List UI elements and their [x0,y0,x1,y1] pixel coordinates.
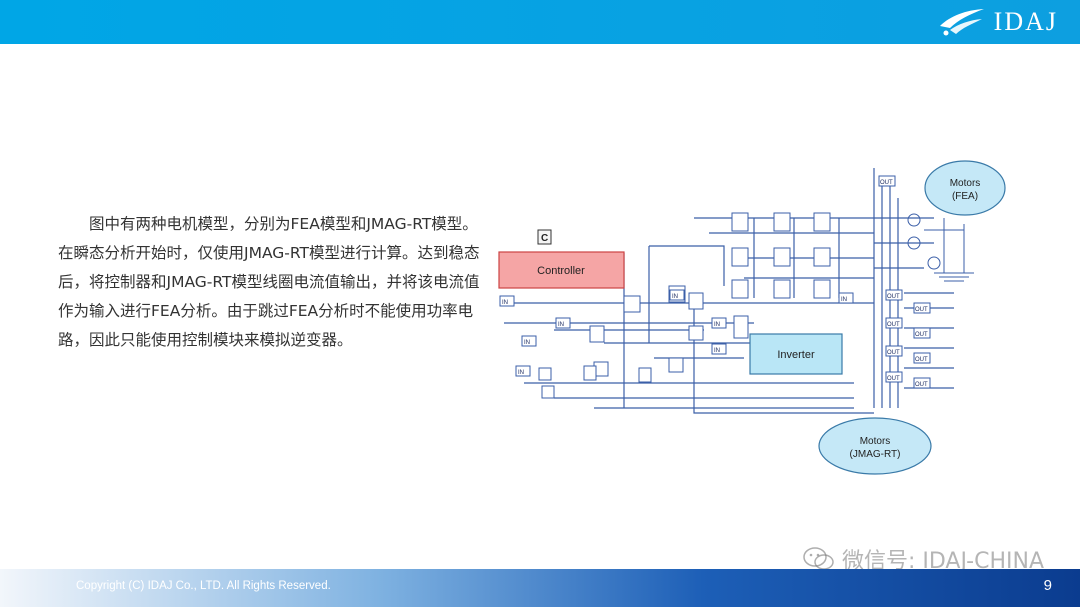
in-label: IN [841,297,847,303]
out-label: OUT [887,294,900,300]
motors-fea-label-1: Motors [950,178,981,189]
logo-text: IDAJ [993,7,1058,36]
coil-components [907,213,974,282]
motors-fea-ellipse: Motors (FEA) [924,160,1006,216]
c-block: C [537,229,552,245]
copyright-text: Copyright (C) IDAJ Co., LTD. All Rights … [76,580,331,592]
out-label: OUT [887,350,900,356]
inverter-label: Inverter [777,349,815,361]
motors-rt-label-2: (JMAG-RT) [850,449,901,460]
in-label: IN [558,322,564,328]
io-blocks: IN IN IN IN IN IN IN IN OUT OUT OUT OUT … [499,175,931,389]
idaj-logo: IDAJ [936,6,1058,38]
description-paragraph: 图中有两种电机模型，分别为FEA模型和JMAG-RT模型。在瞬态分析开始时，仅使… [58,215,480,349]
small-blocks [538,212,831,399]
in-label: IN [714,322,720,328]
controller-block: Controller [498,251,625,289]
idaj-logo-mark-icon [939,9,984,36]
in-label: IN [502,300,508,306]
header-bar: IDAJ [0,0,1080,44]
in-label: IN [714,348,720,354]
motors-rt-ellipse: Motors (JMAG-RT) [818,417,932,475]
description-text: 图中有两种电机模型，分别为FEA模型和JMAG-RT模型。在瞬态分析开始时，仅使… [58,210,488,355]
footer-bar: Copyright (C) IDAJ Co., LTD. All Rights … [0,569,1080,607]
circuit-diagram: IN IN IN IN IN IN IN IN OUT OUT OUT OUT … [494,158,1080,478]
inverter-block: Inverter [749,333,843,375]
in-label: IN [518,370,524,376]
svg-text:C: C [541,233,548,244]
in-label: IN [524,340,530,346]
out-label: OUT [880,180,893,186]
out-label: OUT [915,357,928,363]
page-number: 9 [1043,577,1052,594]
in-label: IN [672,294,678,300]
out-label: OUT [887,322,900,328]
controller-label: Controller [537,265,585,277]
out-label: OUT [915,332,928,338]
out-label: OUT [915,307,928,313]
motors-fea-label-2: (FEA) [952,191,978,202]
out-label: OUT [887,376,900,382]
out-label: OUT [915,382,928,388]
motors-rt-label-1: Motors [860,436,891,447]
